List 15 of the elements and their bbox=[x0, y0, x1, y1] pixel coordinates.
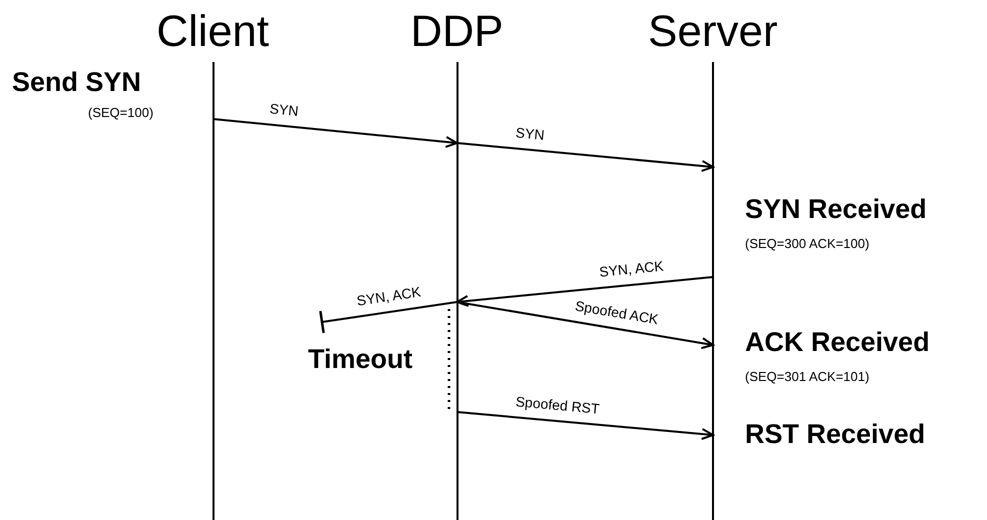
message-arrow bbox=[456, 276, 714, 307]
sequence-numbers: (SEQ=100) bbox=[88, 105, 154, 120]
message-arrow bbox=[456, 142, 714, 172]
event-label: ACK Received bbox=[745, 326, 930, 358]
event-label: RST Received bbox=[745, 418, 926, 450]
event-label: Timeout bbox=[308, 343, 413, 375]
event-label: SYN Received bbox=[745, 193, 927, 225]
sequence-numbers: (SEQ=301 ACK=101) bbox=[745, 369, 870, 384]
message-arrow bbox=[212, 118, 458, 148]
message-arrow bbox=[456, 411, 714, 440]
participant-label: Client bbox=[156, 6, 269, 58]
participant-label: Server bbox=[648, 6, 778, 58]
event-label: Send SYN bbox=[12, 66, 142, 98]
sequence-numbers: (SEQ=300 ACK=100) bbox=[745, 236, 870, 251]
participant-label: DDP bbox=[410, 6, 504, 58]
